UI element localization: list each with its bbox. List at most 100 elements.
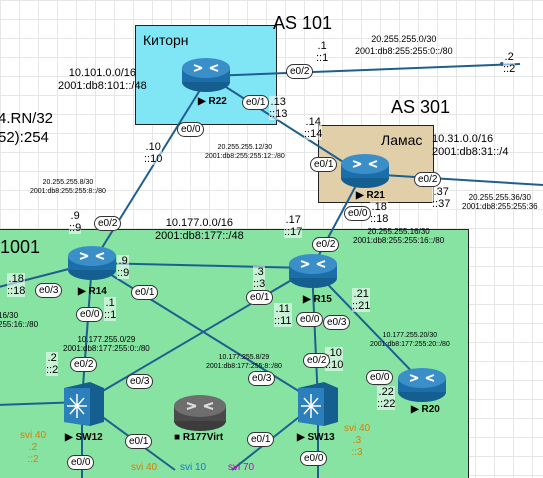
- addr-v6: ::2: [46, 364, 59, 376]
- device-label: R20: [421, 404, 440, 415]
- addr-r21-r15: .18 ::18: [370, 201, 389, 225]
- router-icon: [289, 254, 337, 288]
- device-label: R177Virt: [182, 432, 224, 443]
- link-r22-r21: [214, 79, 363, 175]
- svi-v6: ::3: [351, 447, 363, 458]
- link-r14-sw12: [81, 262, 93, 401]
- addr-v6: ::9: [117, 267, 130, 279]
- addr-r14-r22: .9 ::9: [69, 210, 82, 234]
- link-v6: 2001:db8:255:255:0::/80: [355, 46, 453, 56]
- iface-r22-e00[interactable]: e0/0: [177, 122, 205, 137]
- iface-r14-e00[interactable]: e0/0: [76, 307, 104, 322]
- addr-v4: .2: [504, 51, 514, 63]
- iface-r22-e02[interactable]: e0/2: [286, 64, 314, 79]
- link-v6: 2001:db8:255:255:36: [462, 202, 538, 211]
- device-name-r20: ▶ R20: [411, 404, 440, 415]
- device-name-r14: ▶ R14: [78, 286, 107, 297]
- link-v6: 2001:db8:255:255:12::/80: [205, 153, 285, 160]
- router-r20[interactable]: [396, 366, 448, 404]
- addr-v6: ::37: [432, 198, 451, 210]
- addr-v6: ::18: [370, 213, 389, 225]
- router-r21[interactable]: [339, 152, 391, 190]
- device-label: R15: [313, 294, 332, 305]
- iface-r20-e00[interactable]: e0/0: [366, 370, 394, 385]
- l3-switch-icon: [64, 382, 104, 426]
- router-r15[interactable]: [287, 252, 339, 290]
- addr-v6: ::22: [377, 398, 396, 410]
- link-v4: 10.177.255.8/29: [218, 354, 270, 361]
- link-v6: 2001:db8:177:255:20::/80: [370, 341, 450, 348]
- addr-v6: ::11: [274, 315, 292, 327]
- addr-r22-r21: .13 ::13: [269, 96, 288, 120]
- net-v6: 2001:db8:31::/4: [432, 146, 509, 158]
- addr-r15-c: .21 ::21: [352, 288, 371, 312]
- addr-v6: ::21: [352, 300, 371, 312]
- iface-r15-e02[interactable]: e0/2: [312, 237, 340, 252]
- addr-v6: ::14: [304, 128, 323, 140]
- link-r15-sw13: [311, 267, 319, 403]
- svi-v4: .3: [352, 435, 362, 446]
- addr-r15-r21: .17 ::17: [284, 214, 303, 238]
- link-v6: 2001:db8:255:255:16::/80: [353, 236, 445, 245]
- addr-v6: ::1: [104, 309, 117, 321]
- l3-switch-icon: [298, 382, 338, 426]
- router-r14[interactable]: [66, 244, 118, 282]
- iface-sw13-e03[interactable]: e0/3: [248, 371, 276, 386]
- iface-r15-e00[interactable]: e0/0: [296, 312, 324, 327]
- link-r15-sw12: [83, 267, 313, 403]
- as1001-title: 1001: [0, 237, 41, 257]
- addr-r14-a: .9 ::9: [117, 255, 130, 279]
- svi70-bottom: svi 70: [228, 462, 255, 473]
- addr-v6: ::10: [144, 153, 163, 165]
- addr-v4: .9: [70, 210, 80, 222]
- addr-v4: .37: [433, 186, 449, 198]
- iface-sw13-e02[interactable]: e0/2: [303, 353, 331, 368]
- iface-r22-e01[interactable]: e0/1: [242, 95, 270, 110]
- addr-r22-top: .1 ::1: [316, 40, 329, 64]
- addr-sw12-a: .2 ::2: [46, 352, 59, 376]
- iface-sw13-e00[interactable]: e0/0: [300, 451, 328, 466]
- iface-sw12-e03[interactable]: e0/3: [126, 374, 154, 389]
- switch-sw12[interactable]: [60, 380, 106, 428]
- router-r22[interactable]: [180, 56, 232, 94]
- iface-sw12-e00[interactable]: e0/0: [67, 455, 95, 470]
- iface-r14-e02[interactable]: e0/2: [94, 216, 122, 231]
- iface-r21-e02[interactable]: e0/2: [414, 172, 442, 187]
- svi-name: svi 40: [20, 430, 47, 441]
- link-v6: 2001:db8:177:255:8::/80: [206, 363, 282, 370]
- addr-v6: ::18: [7, 285, 26, 297]
- router-icon: [341, 154, 389, 188]
- iface-r15-e03[interactable]: e0/3: [323, 315, 351, 330]
- lamas-title: Ламас: [381, 132, 423, 148]
- iface-sw12-e01[interactable]: e0/1: [125, 434, 153, 449]
- iface-r15-e01[interactable]: e0/1: [246, 290, 274, 305]
- link-r15-r20: [311, 267, 423, 383]
- net-v6: 2001:db8:177::/48: [155, 230, 244, 242]
- iface-r14-e01[interactable]: e0/1: [131, 285, 159, 300]
- iface-r14-e03[interactable]: e0/3: [35, 283, 63, 298]
- addr-v6: ::2: [503, 63, 516, 75]
- device-name-r177virt: ■ R177Virt: [174, 432, 224, 443]
- svi-name: svi 40: [344, 423, 371, 434]
- link-v6: 2001:db8:255:255:8::/80: [30, 188, 106, 195]
- link-label-r22-top: 20.255.255.0/30 2001:db8:255:255:0::/80: [355, 33, 453, 57]
- device-label: R14: [88, 286, 107, 297]
- as301-title: AS 301: [391, 97, 451, 117]
- iface-sw13-e01[interactable]: e0/1: [247, 432, 275, 447]
- switch-sw13[interactable]: [294, 380, 340, 428]
- addr-peer-top: .2 ::2: [503, 51, 516, 75]
- virtual-router-icon: [174, 395, 226, 431]
- router-icon: [68, 246, 116, 280]
- addr-v4: .14: [305, 116, 321, 128]
- link-label-sw13: 10.177.255.8/29 2001:db8:177:255:8::/80: [206, 353, 282, 371]
- addr-v4: .17: [285, 214, 301, 226]
- iface-r21-e01[interactable]: e0/1: [310, 157, 338, 172]
- iface-sw12-e02[interactable]: e0/2: [70, 357, 98, 372]
- router-r177virt[interactable]: [172, 393, 228, 433]
- kitorn-title: Киторн: [143, 32, 189, 48]
- link-r22-top: [209, 63, 521, 77]
- link-v4: 20.255.255.0/30: [371, 34, 437, 44]
- iface-r21-e00[interactable]: e0/0: [344, 206, 372, 221]
- device-name-r22: ▶ R22: [198, 96, 227, 107]
